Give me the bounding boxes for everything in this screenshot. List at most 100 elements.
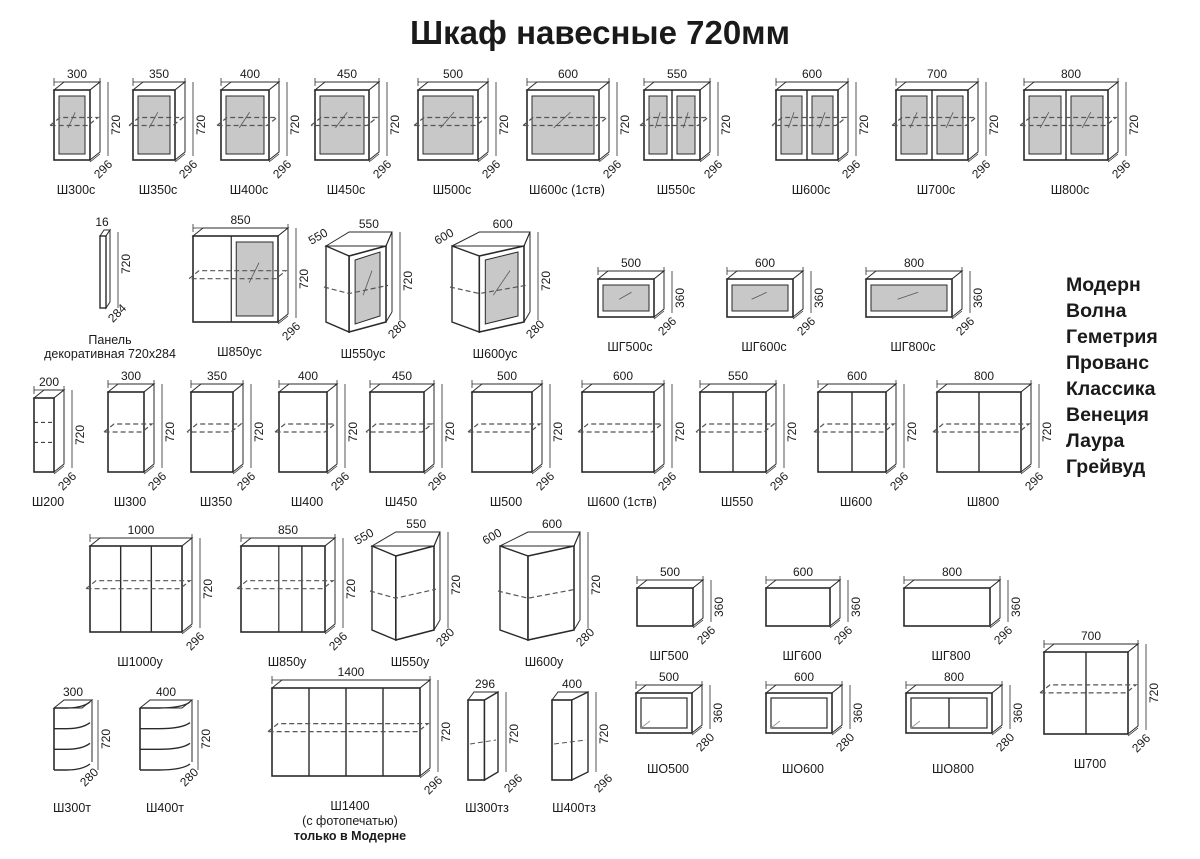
open-niche bbox=[640, 697, 688, 729]
depth-dimension-line bbox=[653, 465, 665, 475]
glass-pane bbox=[811, 95, 834, 155]
dimension-label: 400 bbox=[298, 369, 318, 383]
cabinet-label: Ш400т bbox=[146, 801, 184, 815]
dimension-label: 280 bbox=[693, 730, 717, 754]
glass-glare bbox=[248, 262, 260, 283]
cabinet-label: Ш350 bbox=[200, 495, 232, 509]
dimension-label: 720 bbox=[449, 575, 463, 595]
dimension-label: 720 bbox=[1127, 115, 1141, 135]
dimension-label: 400 bbox=[562, 677, 582, 691]
depth-dimension-line bbox=[268, 153, 280, 163]
dimension-label: 300 bbox=[67, 67, 87, 81]
dimension-label: 296 bbox=[234, 469, 258, 493]
dimension-label: 296 bbox=[370, 157, 394, 181]
cabinet-sublabel: декоративная 720х284 bbox=[44, 347, 176, 361]
glass-glare bbox=[897, 291, 919, 300]
open-shelf bbox=[140, 701, 191, 709]
dimension-label: 600 bbox=[793, 565, 813, 579]
inner-shelf-outline bbox=[267, 722, 430, 733]
inner-shelf-outline bbox=[932, 423, 1031, 433]
dimension-label: 280 bbox=[385, 317, 409, 341]
open-shelf bbox=[54, 722, 91, 730]
dimension-label: 720 bbox=[785, 422, 799, 442]
dimension-label: 200 bbox=[39, 375, 59, 389]
dimension-label: 720 bbox=[163, 422, 177, 442]
dimension-label: 296 bbox=[767, 469, 791, 493]
cabinet-front bbox=[551, 699, 573, 781]
cabinet-label: Ш600 bbox=[840, 495, 872, 509]
dimension-label: 800 bbox=[944, 670, 964, 684]
dimension-label: 600 bbox=[432, 225, 457, 247]
dimension-label: 1000 bbox=[128, 523, 155, 537]
dimension-label: 296 bbox=[326, 629, 350, 653]
cabinet-label: Ш300т bbox=[53, 801, 91, 815]
depth-dimension-line bbox=[837, 153, 849, 163]
dimension-label: 296 bbox=[655, 314, 679, 338]
dimension-label: 850 bbox=[278, 523, 298, 537]
dimension-label: 720 bbox=[119, 254, 133, 274]
dimension-label: 700 bbox=[927, 67, 947, 81]
dimension-label: 400 bbox=[240, 67, 260, 81]
cabinet-label: Ш350с bbox=[139, 183, 178, 197]
cabinet-label: ШГ500 bbox=[649, 649, 688, 663]
dimension-label: 16 bbox=[95, 215, 109, 229]
dimension-label: 280 bbox=[993, 730, 1017, 754]
depth-dimension-line bbox=[277, 315, 289, 325]
cabinet-label: Ш500с bbox=[433, 183, 472, 197]
dimension-label: 550 bbox=[728, 369, 748, 383]
dimension-label: 800 bbox=[904, 256, 924, 270]
cabinet-label: Ш600ус bbox=[473, 347, 518, 361]
cabinet-label: Ш550ус bbox=[341, 347, 386, 361]
inner-shelf-outline bbox=[49, 116, 100, 127]
dimension-label: 296 bbox=[591, 771, 615, 795]
dimension-label: 500 bbox=[443, 67, 463, 81]
cabinet-label: Ш400 bbox=[291, 495, 323, 509]
dimension-label: 296 bbox=[176, 157, 200, 181]
dimension-label: 296 bbox=[794, 314, 818, 338]
dimension-label: 720 bbox=[297, 269, 311, 289]
dimension-label: 850 bbox=[230, 213, 250, 227]
dimension-label: 500 bbox=[621, 256, 641, 270]
inner-shelf-outline bbox=[216, 116, 279, 127]
inner-shelf-outline bbox=[103, 423, 154, 433]
cabinet-label: ШГ600с bbox=[741, 340, 786, 354]
dimension-label: 720 bbox=[443, 422, 457, 442]
inner-shelf-outline bbox=[467, 423, 542, 433]
depth-dimension-line bbox=[143, 465, 155, 475]
dimension-label: 296 bbox=[701, 157, 725, 181]
dimension-label: 296 bbox=[475, 677, 495, 691]
cabinet-label: Ш400с bbox=[230, 183, 269, 197]
dimension-label: 550 bbox=[359, 217, 379, 231]
dimension-label: 280 bbox=[433, 625, 457, 649]
cabinet-label: ШГ800 bbox=[931, 649, 970, 663]
glass-glare bbox=[654, 112, 661, 129]
cabinet-label: Ш500 bbox=[490, 495, 522, 509]
cabinet-front bbox=[636, 587, 694, 627]
dimension-label: 296 bbox=[831, 623, 855, 647]
dimension-label: 550 bbox=[406, 517, 426, 531]
dimension-label: 280 bbox=[573, 625, 597, 649]
cabinet-front bbox=[394, 544, 435, 642]
cabinet-label: Ш700 bbox=[1074, 757, 1106, 771]
dimension-label: 296 bbox=[655, 469, 679, 493]
cabinet-label: Ш1000у bbox=[117, 655, 163, 669]
dimension-label: 800 bbox=[974, 369, 994, 383]
cabinet-label: Ш600у bbox=[525, 655, 564, 669]
dimension-label: 360 bbox=[849, 597, 863, 617]
depth-dimension-line bbox=[89, 153, 101, 163]
dimension-label: 296 bbox=[839, 157, 863, 181]
cabinet-label: Панель bbox=[88, 333, 131, 347]
dimension-label: 296 bbox=[1022, 469, 1046, 493]
dimension-label: 300 bbox=[63, 685, 83, 699]
cabinet-label: Ш200 bbox=[32, 495, 64, 509]
